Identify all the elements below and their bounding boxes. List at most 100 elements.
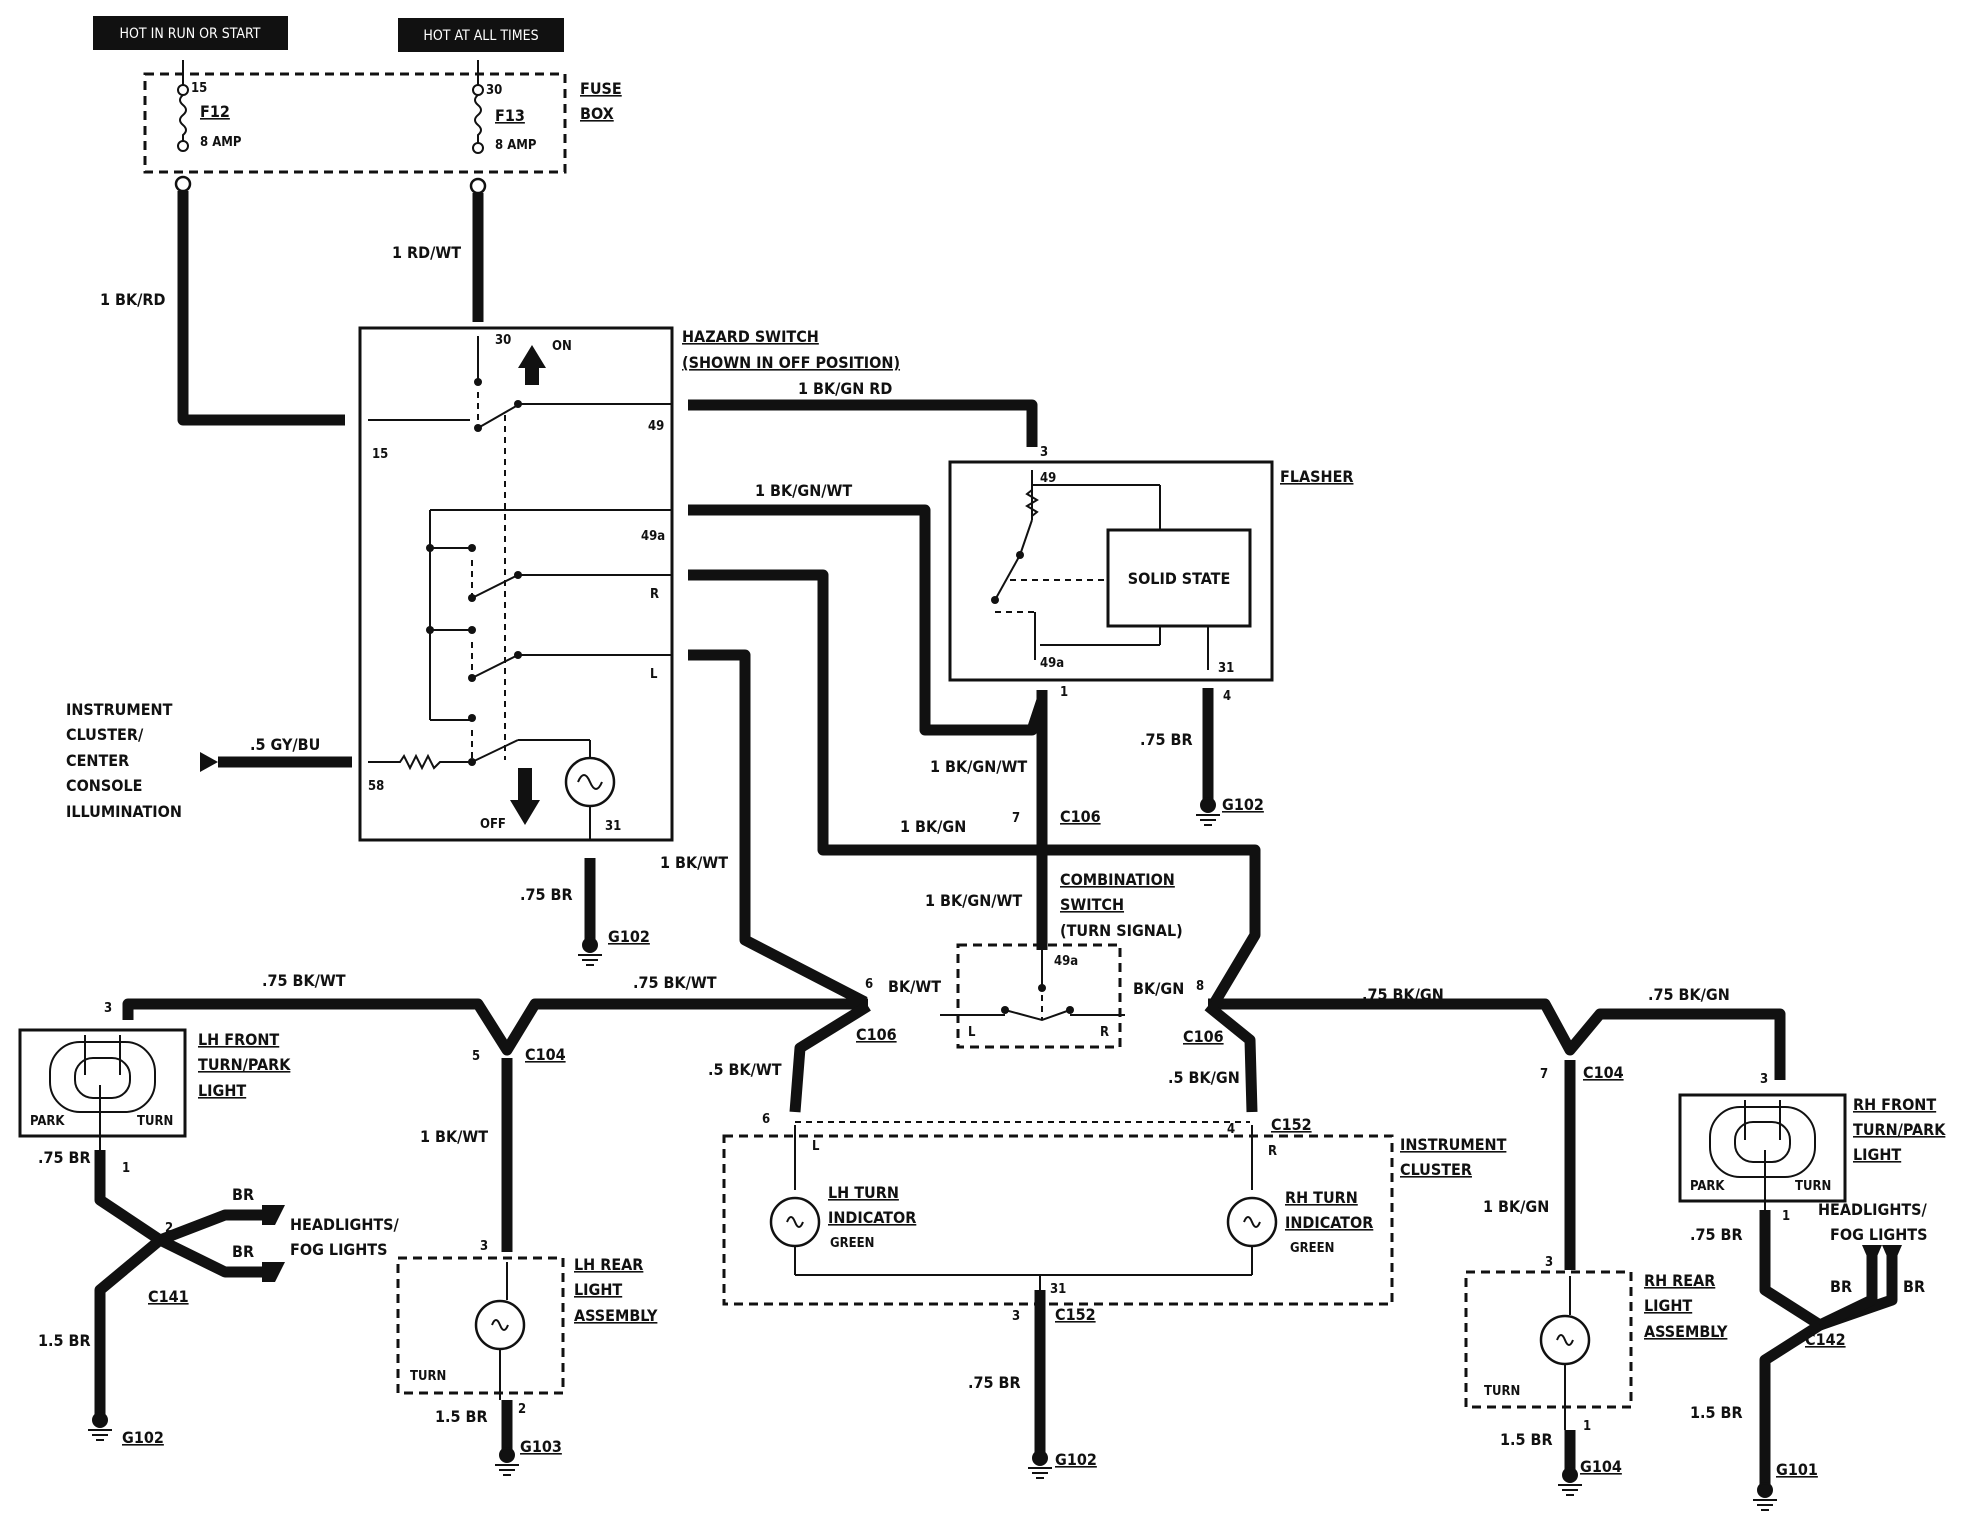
svg-text:INSTRUMENT: INSTRUMENT — [66, 700, 173, 719]
svg-text:HOT AT ALL TIMES: HOT AT ALL TIMES — [423, 28, 538, 44]
hazard-switch: 30 ON 15 49 49a R L 58 OFF 31 HAZARD SWI… — [358, 326, 900, 842]
lh-front-title-1: LH FRONT — [198, 1030, 279, 1049]
c152-pin-4: 4 — [1227, 1122, 1235, 1137]
combination-switch-title-2: SWITCH — [1060, 895, 1124, 914]
lh-turn-indicator-1: LH TURN — [828, 1183, 899, 1202]
headlights-fog-label-right: HEADLIGHTS/ FOG LIGHTS — [1818, 1200, 1928, 1244]
combination-pin-49a: 49a — [1054, 954, 1078, 969]
flasher-pin-1: 1 — [1060, 685, 1068, 700]
lh-front-pin-3: 3 — [104, 1001, 112, 1016]
hazard-pin-49: 49 — [648, 419, 664, 434]
hazard-on-label: ON — [552, 339, 572, 354]
wire-1-bk-gn-wt-low: 1 BK/GN/WT — [925, 891, 1022, 910]
wire-bk-gn-short: BK/GN — [1133, 979, 1184, 998]
c152-bottom-label: C152 — [1055, 1305, 1096, 1324]
rh-front-turn-park-light: PARK TURN 3 1 RH FRONT TURN/PARK LIGHT — [1678, 1072, 1946, 1224]
wire-bk-gn-rh-rear: 1 BK/GN — [1483, 1197, 1549, 1216]
wire-1-bk-gn-wt-mid: 1 BK/GN/WT — [930, 757, 1027, 776]
cluster-pin-r: R — [1268, 1144, 1277, 1159]
flasher-pin-3: 3 — [1040, 445, 1048, 460]
svg-text:ILLUMINATION: ILLUMINATION — [66, 802, 182, 821]
lh-rear-pin-3: 3 — [480, 1239, 488, 1254]
f13-label: F13 — [495, 106, 525, 125]
rh-front-title-3: LIGHT — [1853, 1145, 1901, 1164]
solid-state-label: SOLID STATE — [1128, 569, 1231, 588]
wire-br-rh-front: .75 BR — [1690, 1225, 1743, 1244]
cluster-pin-l: L — [812, 1139, 820, 1154]
c152-bottom-pin: 3 — [1012, 1309, 1020, 1324]
wire-1-bk-gn-rd: 1 BK/GN RD — [798, 379, 892, 398]
wire-br-15-rh-rear: 1.5 BR — [1500, 1430, 1553, 1449]
combination-switch-title-3: (TURN SIGNAL) — [1060, 921, 1183, 940]
wire-br-c: BR — [1830, 1277, 1852, 1296]
g104: G104 — [1580, 1457, 1622, 1476]
lh-turn-indicator-2: INDICATOR — [828, 1208, 916, 1227]
svg-text:HEADLIGHTS/: HEADLIGHTS/ — [290, 1215, 400, 1234]
lh-rear-light-assembly: TURN 3 2 LH REAR LIGHT ASSEMBLY — [396, 1239, 658, 1417]
flasher-pin-49a: 49a — [1040, 656, 1064, 671]
svg-text:FOG LIGHTS: FOG LIGHTS — [1830, 1225, 1927, 1244]
f12-rating: 8 AMP — [200, 135, 242, 150]
hazard-pin-l: L — [650, 667, 658, 682]
fuse-box-label-2: BOX — [580, 104, 614, 123]
f12-label: F12 — [200, 102, 230, 121]
c104-left-pin: 5 — [472, 1049, 480, 1064]
c141-pin: 2 — [165, 1221, 173, 1236]
g102-flasher: G102 — [1222, 795, 1264, 814]
wire-br-15-rh-front: 1.5 BR — [1690, 1403, 1743, 1422]
wire-bk-wt-short: BK/WT — [888, 977, 941, 996]
wire-1-bk-wt: 1 BK/WT — [660, 853, 728, 872]
lh-turn-indicator-color: GREEN — [830, 1236, 874, 1251]
rh-rear-title-1: RH REAR — [1644, 1271, 1715, 1290]
wire-1-bk-gn-wt-top: 1 BK/GN/WT — [755, 481, 852, 500]
combination-switch-title-1: COMBINATION — [1060, 870, 1175, 889]
wire-br-lh-front: .75 BR — [38, 1148, 91, 1167]
lh-rear-title-1: LH REAR — [574, 1255, 643, 1274]
connector-labels: C106 7 C106 6 C106 8 C104 5 C104 7 C141 … — [148, 807, 1846, 1349]
wire-1-bk-gn: 1 BK/GN — [900, 817, 966, 836]
c142-label: C142 — [1805, 1330, 1846, 1349]
c106-top-pin: 7 — [1012, 811, 1020, 826]
rh-front-title-2: TURN/PARK — [1853, 1120, 1946, 1139]
hazard-pin-49a: 49a — [641, 529, 665, 544]
hazard-pin-30: 30 — [495, 333, 511, 348]
combination-switch: 49a L R COMBINATION SWITCH (TURN SIGNAL) — [940, 870, 1183, 1049]
ground-labels: G102 G102 G102 G103 G102 G104 G101 — [122, 795, 1818, 1479]
svg-text:CENTER: CENTER — [66, 751, 129, 770]
c141-label: C141 — [148, 1287, 189, 1306]
lh-rear-turn: TURN — [410, 1369, 446, 1384]
wire-br-cluster: .75 BR — [968, 1373, 1021, 1392]
ground-symbols — [88, 797, 1777, 1511]
wire-br-flasher: .75 BR — [1140, 730, 1193, 749]
wire-br-hazard: .75 BR — [520, 885, 573, 904]
rh-front-pin-1: 1 — [1782, 1209, 1790, 1224]
c104-right-pin: 7 — [1540, 1067, 1548, 1082]
hazard-switch-subtitle: (SHOWN IN OFF POSITION) — [682, 353, 900, 372]
combination-pin-l: L — [968, 1025, 976, 1040]
fuse-box: 15 F12 8 AMP 30 F13 8 AMP FUSE BOX — [143, 60, 622, 195]
lh-front-title-3: LIGHT — [198, 1081, 246, 1100]
svg-text:CONSOLE: CONSOLE — [66, 776, 142, 795]
instrument-cluster: L R 31 LH TURN INDICATOR GREEN RH TURN I… — [722, 1121, 1507, 1306]
lh-front-title-2: TURN/PARK — [198, 1055, 291, 1074]
wire-br-d: BR — [1903, 1277, 1925, 1296]
c152-pin-6: 6 — [762, 1112, 770, 1127]
rh-front-title-1: RH FRONT — [1853, 1095, 1936, 1114]
lh-front-turn: TURN — [137, 1114, 173, 1129]
hazard-switch-title: HAZARD SWITCH — [682, 327, 819, 346]
wire-bk-gn-75-a: .75 BK/GN — [1362, 985, 1444, 1004]
wires — [94, 191, 1898, 1490]
lh-rear-pin-2: 2 — [518, 1402, 526, 1417]
wire-bk-wt-5: .5 BK/WT — [708, 1060, 782, 1079]
c106-right-pin: 8 — [1196, 979, 1204, 994]
wire-bk-wt-75-a: .75 BK/WT — [262, 971, 346, 990]
c106-top-label: C106 — [1060, 807, 1101, 826]
flasher-pin-4: 4 — [1223, 689, 1231, 704]
flasher-pin-49: 49 — [1040, 471, 1056, 486]
wire-br-15-lh-rear: 1.5 BR — [435, 1407, 488, 1426]
wire-bk-wt-lh-rear: 1 BK/WT — [420, 1127, 488, 1146]
flasher-pin-31: 31 — [1218, 661, 1234, 676]
rh-turn-indicator-2: INDICATOR — [1285, 1213, 1373, 1232]
flasher: SOLID STATE 3 49 49a 31 1 4 FLASHER — [948, 445, 1353, 704]
g103: G103 — [520, 1437, 562, 1456]
